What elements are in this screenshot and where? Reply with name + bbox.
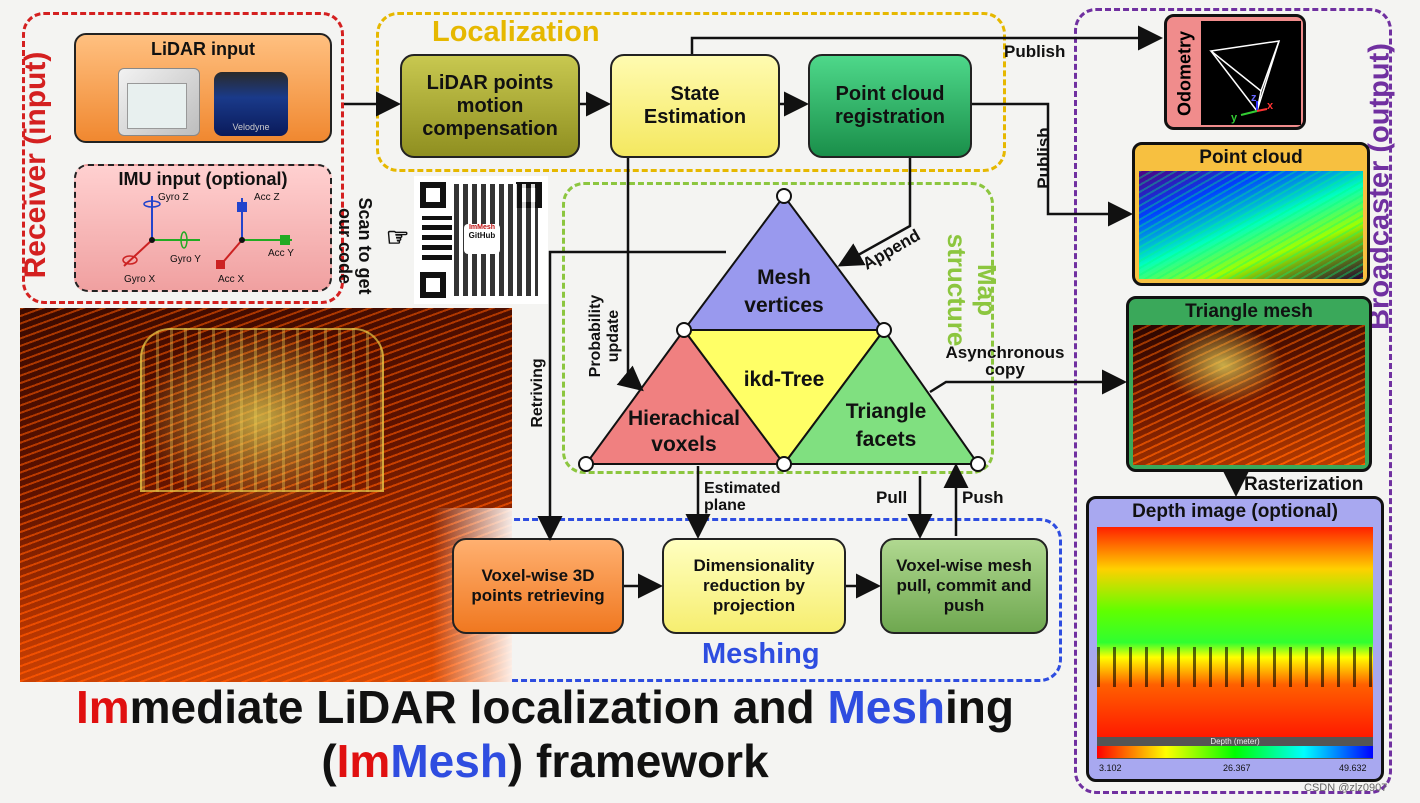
publish-label-1: Publish <box>1004 42 1066 61</box>
livox-sensor-image <box>118 68 200 136</box>
svg-text:Acc X: Acc X <box>218 274 244 285</box>
svg-text:Gyro X: Gyro X <box>124 274 155 285</box>
probability-update-label: Probability update <box>587 294 622 378</box>
lidar-input-title: LiDAR input <box>151 39 255 59</box>
point-cloud-panel: Point cloud <box>1132 142 1370 286</box>
velodyne-sensor-image: Velodyne <box>214 72 288 136</box>
svg-text:Acc Z: Acc Z <box>254 192 280 203</box>
title-part: mediate LiDAR localization and <box>129 681 828 733</box>
qr-brand-text: ImMesh <box>468 224 496 231</box>
odometry-image: z y x <box>1201 21 1301 125</box>
point-cloud-image <box>1139 171 1363 279</box>
depth-image <box>1097 527 1373 737</box>
depth-mid: 26.367 <box>1223 763 1251 773</box>
qr-code-image: ImMesh GitHub <box>414 176 548 304</box>
ikd-tree-label: ikd-Tree <box>743 368 825 391</box>
triangle-mesh-panel: Triangle mesh <box>1126 296 1372 472</box>
lidar-input-panel: LiDAR input <box>74 33 332 143</box>
title-ing: ing <box>945 681 1015 733</box>
dimensionality-reduction-box: Dimensionality reduction by projection <box>662 538 846 634</box>
depth-image-panel: Depth image (optional) Depth (meter) 3.1… <box>1086 496 1384 782</box>
title-paren-open: ( <box>321 735 337 787</box>
rasterization-label: Rasterization <box>1244 474 1364 495</box>
point-cloud-registration-box: Point cloud registration <box>808 54 972 158</box>
depth-min: 3.102 <box>1099 763 1122 773</box>
svg-text:Gyro Y: Gyro Y <box>170 254 201 265</box>
meshing-label: Meshing <box>702 638 820 670</box>
title-mesh-blue: Mesh <box>827 681 946 733</box>
odometry-title: Odometry <box>1174 30 1195 117</box>
imu-input-title: IMU input (optional) <box>118 169 288 189</box>
framework-title-line1: Immediate LiDAR localization and Meshing <box>20 680 1070 734</box>
point-cloud-title: Point cloud <box>1199 147 1303 168</box>
imu-input-panel: IMU input (optional) <box>74 164 332 292</box>
mesh-pull-commit-push-box: Voxel-wise mesh pull, commit and push <box>880 538 1048 634</box>
motion-compensation-box: LiDAR points motion compensation <box>400 54 580 158</box>
facets-label: Triangle facets <box>845 400 927 451</box>
odometry-panel: Odometry z y x <box>1164 14 1306 130</box>
framework-title-line2: (ImMesh) framework <box>20 734 1070 788</box>
voxel-retrieving-box: Voxel-wise 3D points retrieving <box>452 538 624 634</box>
watermark: CSDN @zlz0907 <box>1304 782 1388 794</box>
pointing-hand-icon: ☞ <box>386 222 410 252</box>
voxels-label: Hierachical voxels <box>627 407 741 456</box>
estimated-plane-label: Estimated plane <box>704 480 781 514</box>
depth-colorbar: Depth (meter) <box>1097 737 1373 759</box>
publish-label-2: Publish <box>1034 127 1053 189</box>
svg-text:x: x <box>1267 100 1274 112</box>
depth-axis-label: Depth (meter) <box>1210 737 1260 746</box>
async-copy-label: Asynchronous copy <box>945 343 1065 379</box>
triangle-mesh-title: Triangle mesh <box>1185 301 1313 322</box>
svg-text:Gyro Z: Gyro Z <box>158 192 189 203</box>
receiver-label: Receiver (input) <box>19 51 52 279</box>
facets-triangle <box>782 328 980 465</box>
mesh-vertices-label: Mesh vertices <box>744 266 824 317</box>
svg-text:z: z <box>1251 92 1257 104</box>
retriving-label: Retriving <box>529 358 546 428</box>
triangle-mesh-image <box>1133 325 1365 465</box>
push-label: Push <box>962 488 1004 507</box>
svg-text:y: y <box>1231 112 1238 124</box>
state-estimation-box: State Estimation <box>610 54 780 158</box>
title-im-red-2: Im <box>336 735 391 787</box>
title-im-red: Im <box>75 681 130 733</box>
broadcaster-frame <box>1074 8 1392 794</box>
receiver-frame <box>22 12 344 304</box>
scan-text: Scan to get our code <box>335 197 375 295</box>
svg-text:Acc Y: Acc Y <box>268 248 294 259</box>
depth-image-title: Depth image (optional) <box>1132 501 1338 522</box>
title-mesh-blue-2: Mesh <box>390 735 508 787</box>
title-framework: ) framework <box>507 735 769 787</box>
pull-label: Pull <box>876 488 908 507</box>
depth-max: 49.632 <box>1339 763 1367 773</box>
localization-label: Localization <box>432 16 600 48</box>
lidar-mesh-background-image <box>20 308 512 682</box>
imu-axes-diagram: Gyro Z Gyro Y Gyro X Acc Z Acc Y Acc X <box>122 192 294 285</box>
qr-caption: GitHub <box>468 231 496 240</box>
